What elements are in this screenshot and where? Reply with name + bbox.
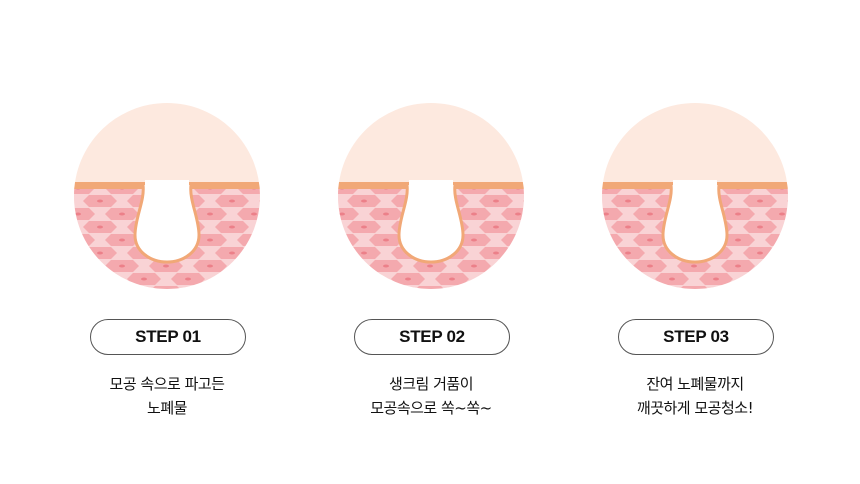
description-line: 깨끗하게 모공청소!	[636, 399, 754, 417]
step-description: 모공 속으로 파고든 노폐물	[67, 372, 267, 420]
step-label-badge: STEP 02	[354, 319, 510, 355]
pore-illustration	[74, 103, 260, 289]
step-description: 생크림 거품이 모공속으로 쏙~쏙~	[331, 372, 531, 420]
step-description: 잔여 노폐물까지 깨끗하게 모공청소!	[595, 372, 795, 420]
description-line: 모공속으로 쏙~쏙~	[370, 399, 492, 417]
description-line: 생크림 거품이	[388, 375, 474, 393]
step-label-badge: STEP 01	[90, 319, 246, 355]
description-line: 잔여 노폐물까지	[646, 375, 744, 393]
pore-illustration	[338, 103, 524, 289]
pore-illustration	[602, 103, 788, 289]
description-line: 노폐물	[147, 399, 187, 417]
description-line: 모공 속으로 파고든	[109, 375, 225, 393]
step-label-badge: STEP 03	[618, 319, 774, 355]
